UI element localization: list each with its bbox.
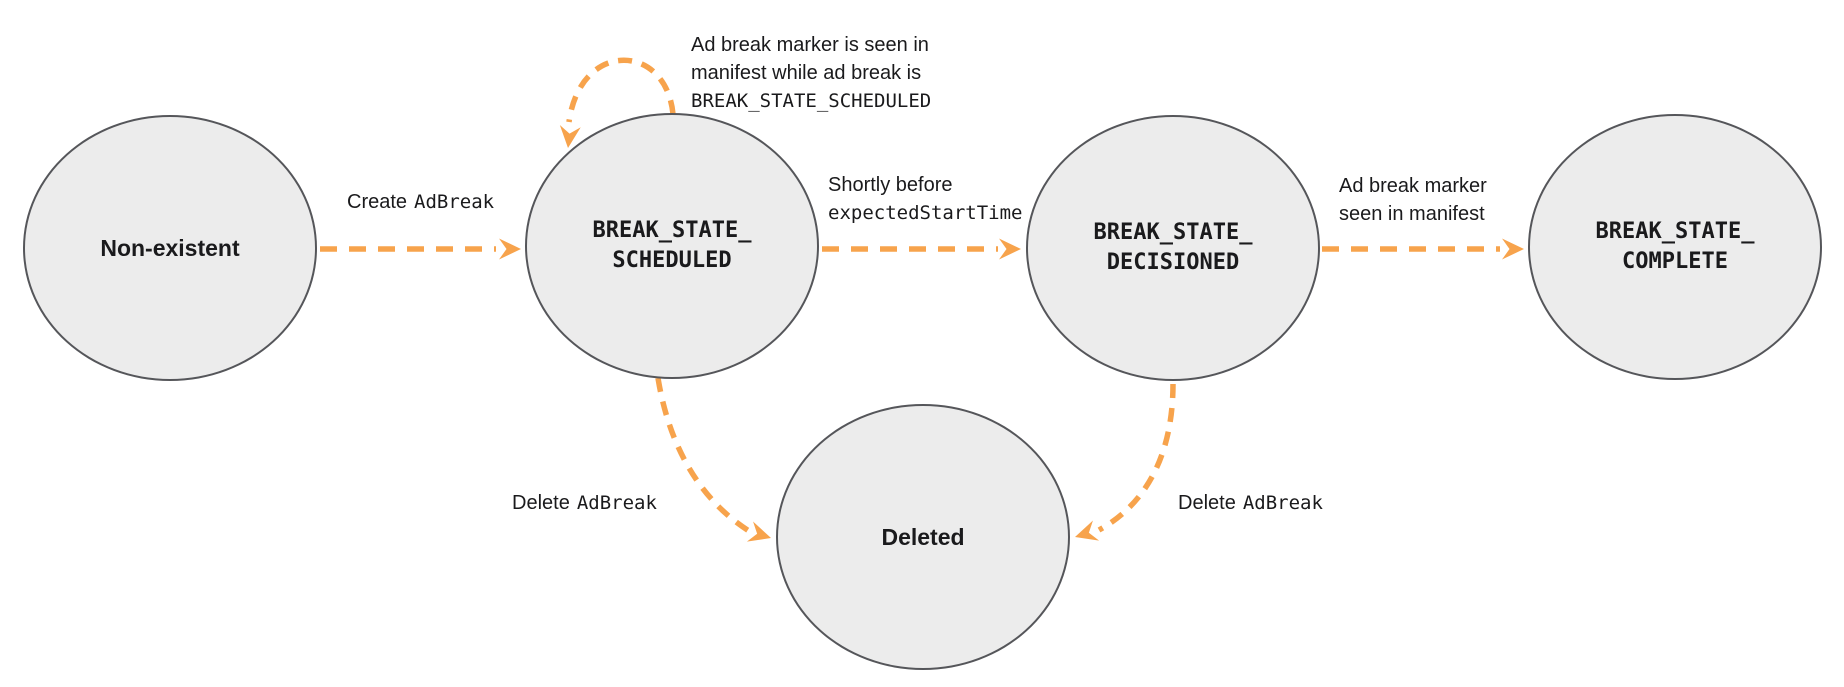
state-node-deleted: Deleted <box>776 404 1070 670</box>
arrowhead <box>559 125 581 148</box>
state-node-non-existent: Non-existent <box>23 115 317 381</box>
edge-label-text: Shortly before <box>828 174 953 196</box>
edge-label-text: Ad break marker is seen in manifest whil… <box>691 34 929 84</box>
edge-delete-right-arrow <box>1075 383 1176 541</box>
edge-label-text: Delete <box>512 492 570 514</box>
state-label: Deleted <box>881 524 965 550</box>
edge-label-text: Delete <box>1178 492 1236 514</box>
state-label: BREAK_STATE_ DECISIONED <box>1093 220 1253 275</box>
edge-label-create-adbreak: Create AdBreak <box>347 188 494 216</box>
edge-label-self-loop: Ad break marker is seen in manifest whil… <box>691 31 931 115</box>
state-node-break-state-decisioned: BREAK_STATE_ DECISIONED <box>1026 115 1320 381</box>
arrowhead <box>1075 520 1100 541</box>
edge-label-code: AdBreak <box>414 191 495 213</box>
edge-label-code: expectedStartTime <box>828 202 1023 224</box>
edge-label-code: AdBreak <box>576 492 657 514</box>
state-label: Non-existent <box>100 235 240 261</box>
edge-label-text: Create <box>347 191 408 213</box>
edge-to-complete-arrow <box>1322 238 1524 260</box>
edge-self-loop-arrow <box>559 57 676 148</box>
edge-label-text: Ad break marker seen in manifest <box>1339 175 1487 225</box>
state-label: BREAK_STATE_ SCHEDULED <box>592 218 752 273</box>
edge-label-code: AdBreak <box>1242 492 1323 514</box>
arrowhead <box>999 238 1021 260</box>
state-node-break-state-scheduled: BREAK_STATE_ SCHEDULED <box>525 113 819 379</box>
edge-label-delete-adbreak-left: Delete AdBreak <box>512 489 657 517</box>
edge-label-shortly-before: Shortly before expectedStartTime <box>828 171 1022 227</box>
state-node-break-state-complete: BREAK_STATE_ COMPLETE <box>1528 114 1822 380</box>
edge-label-delete-adbreak-right: Delete AdBreak <box>1178 489 1323 517</box>
state-label: BREAK_STATE_ COMPLETE <box>1595 219 1755 274</box>
edge-to-decisioned-arrow <box>822 238 1021 260</box>
arrowhead <box>1502 238 1524 260</box>
edge-create-arrow <box>320 238 521 260</box>
arrowhead <box>499 238 521 260</box>
edge-label-marker-seen: Ad break marker seen in manifest <box>1339 172 1487 228</box>
arrowhead <box>746 521 771 542</box>
edge-label-code: BREAK_STATE_SCHEDULED <box>691 90 932 112</box>
edge-delete-left-arrow <box>655 377 771 542</box>
